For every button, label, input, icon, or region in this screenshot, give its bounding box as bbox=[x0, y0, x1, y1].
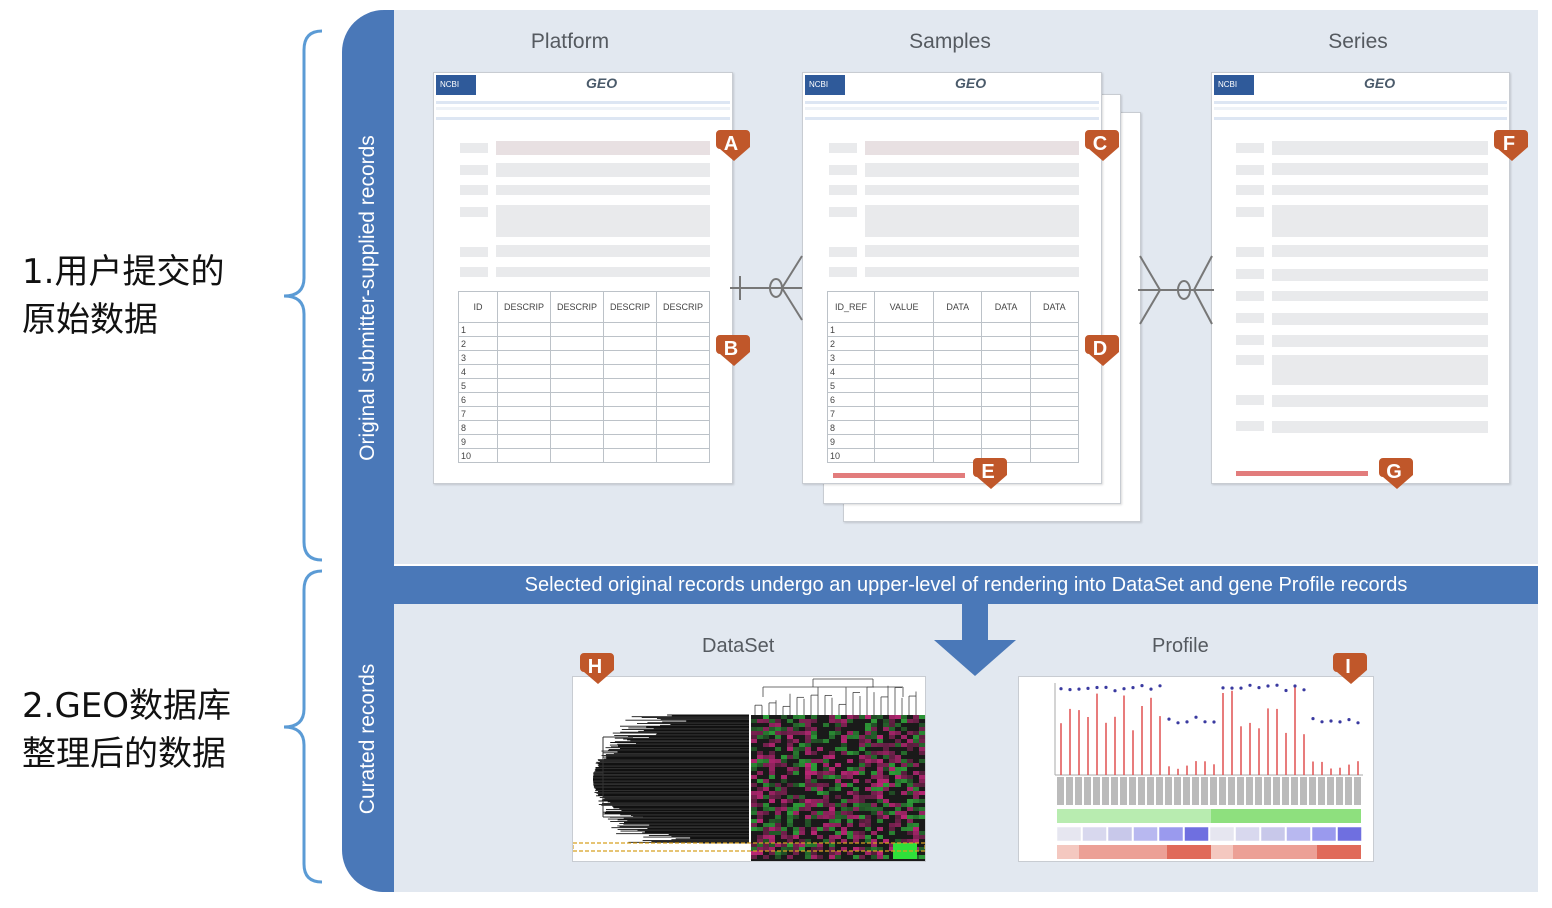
curated-label-line2: 整理后的数据 bbox=[22, 734, 226, 774]
series-record: NCBI GEO bbox=[1211, 72, 1510, 484]
platform-record: NCBI GEO ID DESCRIP DESCRIP DESCRIP DESC… bbox=[433, 72, 733, 484]
curated-label-line1: 2.GEO数据库 bbox=[22, 686, 232, 726]
sample-record: NCBI GEO ID_REF VALUE DATA DATA DATA 1 2… bbox=[802, 72, 1102, 484]
profile-rank-dots bbox=[1059, 683, 1360, 725]
submitted-label-line1: 1.用户提交的 bbox=[22, 252, 225, 292]
sample-dendrogram bbox=[754, 678, 917, 715]
badge-a: A bbox=[714, 128, 754, 162]
curated-data-label: 2.GEO数据库 整理后的数据 bbox=[22, 682, 282, 778]
curated-bracket bbox=[283, 569, 323, 884]
series-sample-link-line bbox=[1236, 471, 1368, 476]
sample-data-table: ID_REF VALUE DATA DATA DATA 1 2 3 4 5 6 … bbox=[827, 291, 1080, 463]
sample-label-strip bbox=[1057, 777, 1361, 805]
rendering-banner bbox=[342, 566, 1538, 604]
badge-e: E bbox=[971, 456, 1011, 490]
geo-logo: GEO bbox=[955, 75, 987, 91]
sample-series-link-line bbox=[833, 473, 965, 478]
dataset-title: DataSet bbox=[702, 635, 775, 657]
geo-logo: GEO bbox=[586, 75, 618, 91]
submitted-data-label: 1.用户提交的 原始数据 bbox=[22, 248, 282, 344]
ncbi-logo: NCBI bbox=[436, 75, 476, 95]
platform-data-table: ID DESCRIP DESCRIP DESCRIP DESCRIP 1 2 3… bbox=[458, 291, 710, 463]
original-records-label: Original submitter-supplied records bbox=[356, 135, 379, 461]
ncbi-logo: NCBI bbox=[805, 75, 845, 95]
samples-title: Samples bbox=[909, 30, 991, 53]
submitted-label-line2: 原始数据 bbox=[22, 300, 158, 340]
profile-title: Profile bbox=[1152, 635, 1209, 657]
rendering-banner-text: Selected original records undergo an upp… bbox=[524, 574, 1408, 596]
expression-heatmap bbox=[751, 715, 925, 861]
platform-title: Platform bbox=[530, 30, 610, 53]
badge-i: I bbox=[1331, 651, 1371, 685]
samples-series-connector bbox=[1138, 255, 1214, 325]
gene-profile-chart bbox=[1018, 676, 1374, 862]
submitted-bracket bbox=[283, 29, 323, 562]
curated-records-band bbox=[342, 596, 394, 892]
profile-value-bars bbox=[1060, 685, 1359, 775]
badge-b: B bbox=[714, 333, 754, 367]
geo-logo: GEO bbox=[1364, 75, 1396, 91]
original-records-band bbox=[342, 10, 394, 600]
curated-records-label: Curated records bbox=[356, 663, 379, 815]
subset-tracks bbox=[1056, 809, 1362, 859]
platform-samples-connector bbox=[730, 255, 803, 321]
badge-h: H bbox=[578, 651, 618, 685]
dataset-clustergram bbox=[572, 676, 926, 862]
ncbi-logo: NCBI bbox=[1214, 75, 1254, 95]
badge-g: G bbox=[1377, 456, 1417, 490]
badge-d: D bbox=[1083, 333, 1123, 367]
down-arrow-icon bbox=[934, 602, 1016, 676]
badge-c: C bbox=[1083, 128, 1123, 162]
badge-f: F bbox=[1492, 128, 1532, 162]
series-title: Series bbox=[1328, 30, 1388, 53]
gene-dendrogram bbox=[593, 714, 749, 844]
